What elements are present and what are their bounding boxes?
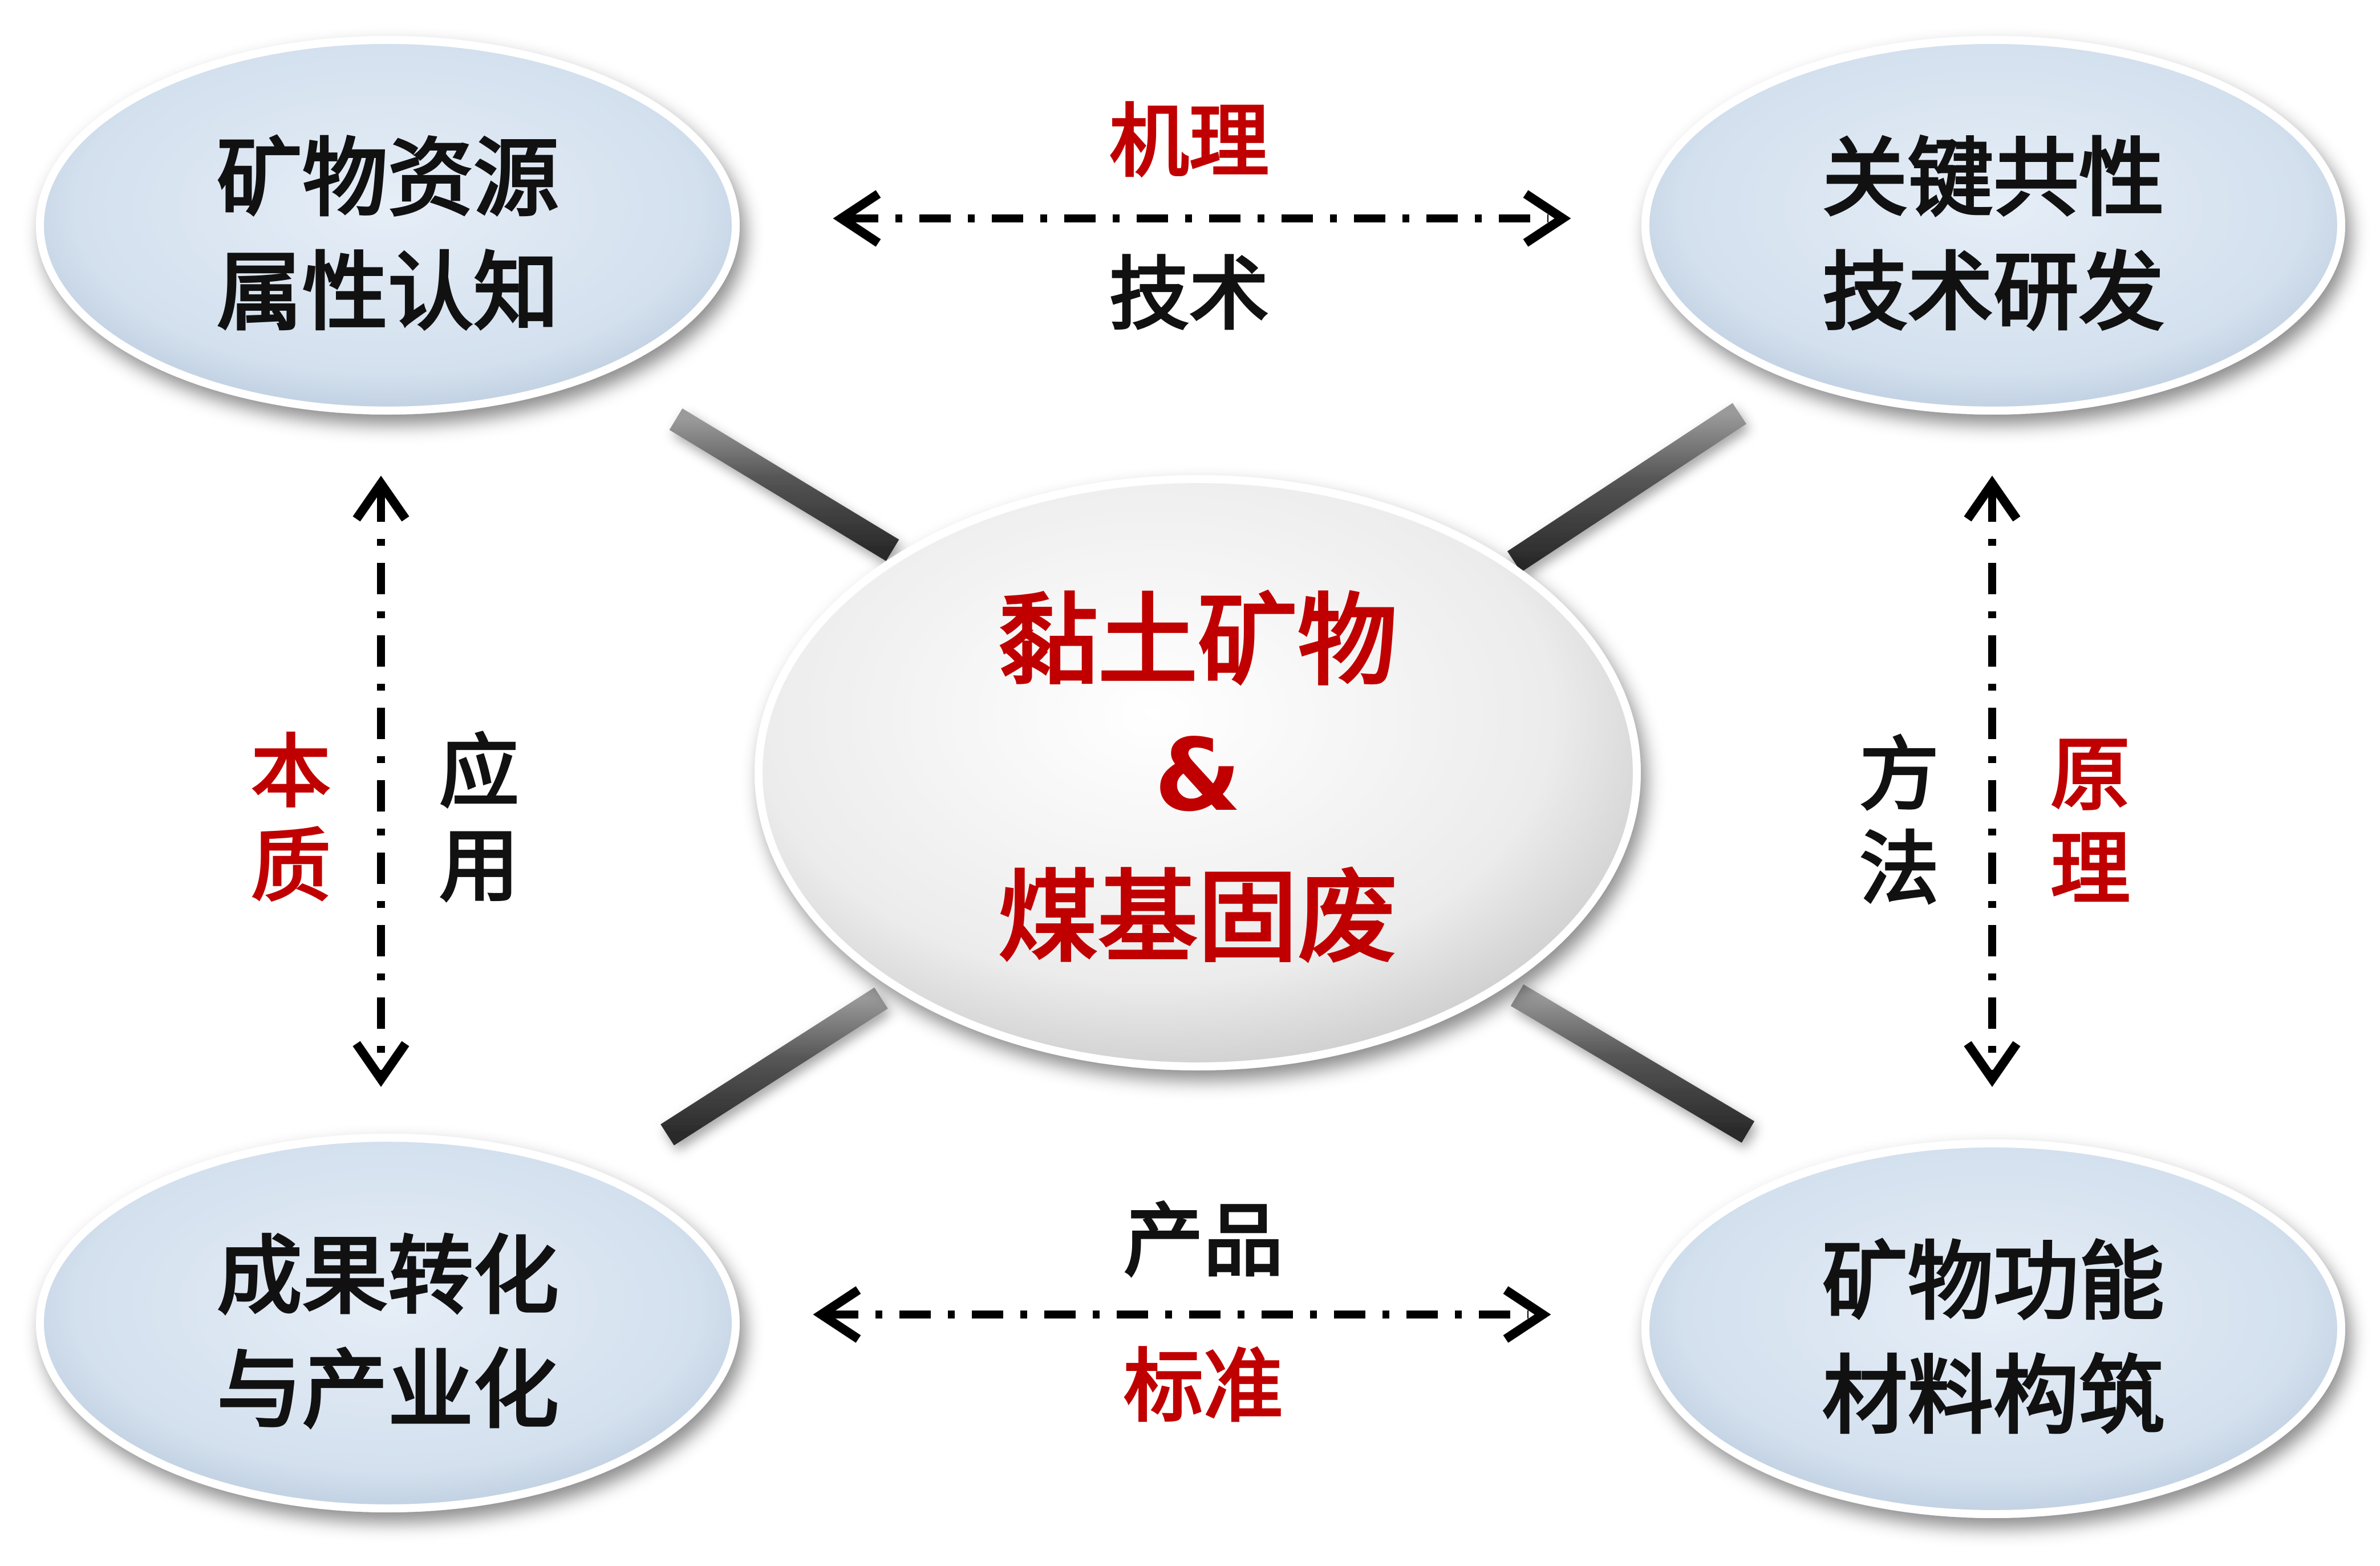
node-bottom-right: 矿物功能 材料构筑 bbox=[1641, 1139, 2345, 1518]
arrowhead-down-icon bbox=[1964, 1041, 2021, 1088]
connector-bars bbox=[660, 403, 1755, 1146]
arrowhead-right-icon bbox=[1523, 190, 1571, 247]
connector-top-label-below: 技术 bbox=[1109, 249, 1269, 342]
connector-top: 机理 技术 bbox=[833, 96, 1571, 342]
connector-left-label-outer: 本质 bbox=[251, 727, 331, 914]
arrowhead-left-icon bbox=[813, 1286, 861, 1343]
node-bottom-right-line2: 材料构筑 bbox=[1822, 1347, 2164, 1446]
node-top-left-line2: 属性认知 bbox=[217, 244, 559, 343]
bar-top-left bbox=[669, 408, 899, 561]
node-bottom-right-line1: 矿物功能 bbox=[1822, 1233, 2164, 1332]
connector-left-label-inner: 应用 bbox=[439, 727, 519, 914]
center-label-ampersand: & bbox=[1154, 718, 1242, 834]
node-top-right-line2: 技术研发 bbox=[1822, 244, 2164, 343]
connector-bottom: 产品 标准 bbox=[813, 1195, 1551, 1434]
node-top-right-line1: 关键共性 bbox=[1822, 129, 2164, 229]
bar-top-right bbox=[1507, 403, 1747, 573]
node-top-left-line1: 矿物资源 bbox=[217, 129, 559, 229]
arrowhead-down-icon bbox=[352, 1041, 409, 1088]
bar-bottom-left bbox=[660, 987, 888, 1146]
connector-right-label-outer: 原理 bbox=[2050, 729, 2130, 916]
connector-left: 本质 应用 bbox=[251, 475, 519, 1088]
arrowhead-up-icon bbox=[1964, 475, 2021, 522]
node-bottom-left: 成果转化 与产业化 bbox=[36, 1134, 740, 1512]
arrowhead-right-icon bbox=[1503, 1286, 1551, 1343]
center-label-line3: 煤基固废 bbox=[998, 861, 1397, 976]
center-label-line1: 黏土矿物 bbox=[998, 584, 1397, 700]
node-top-right: 关键共性 技术研发 bbox=[1641, 36, 2345, 415]
connector-bottom-label-above: 产品 bbox=[1124, 1195, 1283, 1288]
node-bottom-left-line1: 成果转化 bbox=[217, 1227, 559, 1326]
bar-bottom-right bbox=[1510, 984, 1755, 1143]
connector-top-label-above: 机理 bbox=[1109, 96, 1269, 189]
node-top-left: 矿物资源 属性认知 bbox=[36, 36, 740, 415]
center-node: 黏土矿物 & 煤基固废 bbox=[755, 475, 1641, 1070]
connector-right: 方法 原理 bbox=[1859, 475, 2130, 1088]
connector-bottom-label-below: 标准 bbox=[1124, 1341, 1283, 1434]
node-bottom-left-line2: 与产业化 bbox=[217, 1341, 559, 1441]
arrowhead-left-icon bbox=[833, 190, 881, 247]
connector-right-label-inner: 方法 bbox=[1859, 729, 1939, 916]
arrowhead-up-icon bbox=[352, 475, 409, 522]
